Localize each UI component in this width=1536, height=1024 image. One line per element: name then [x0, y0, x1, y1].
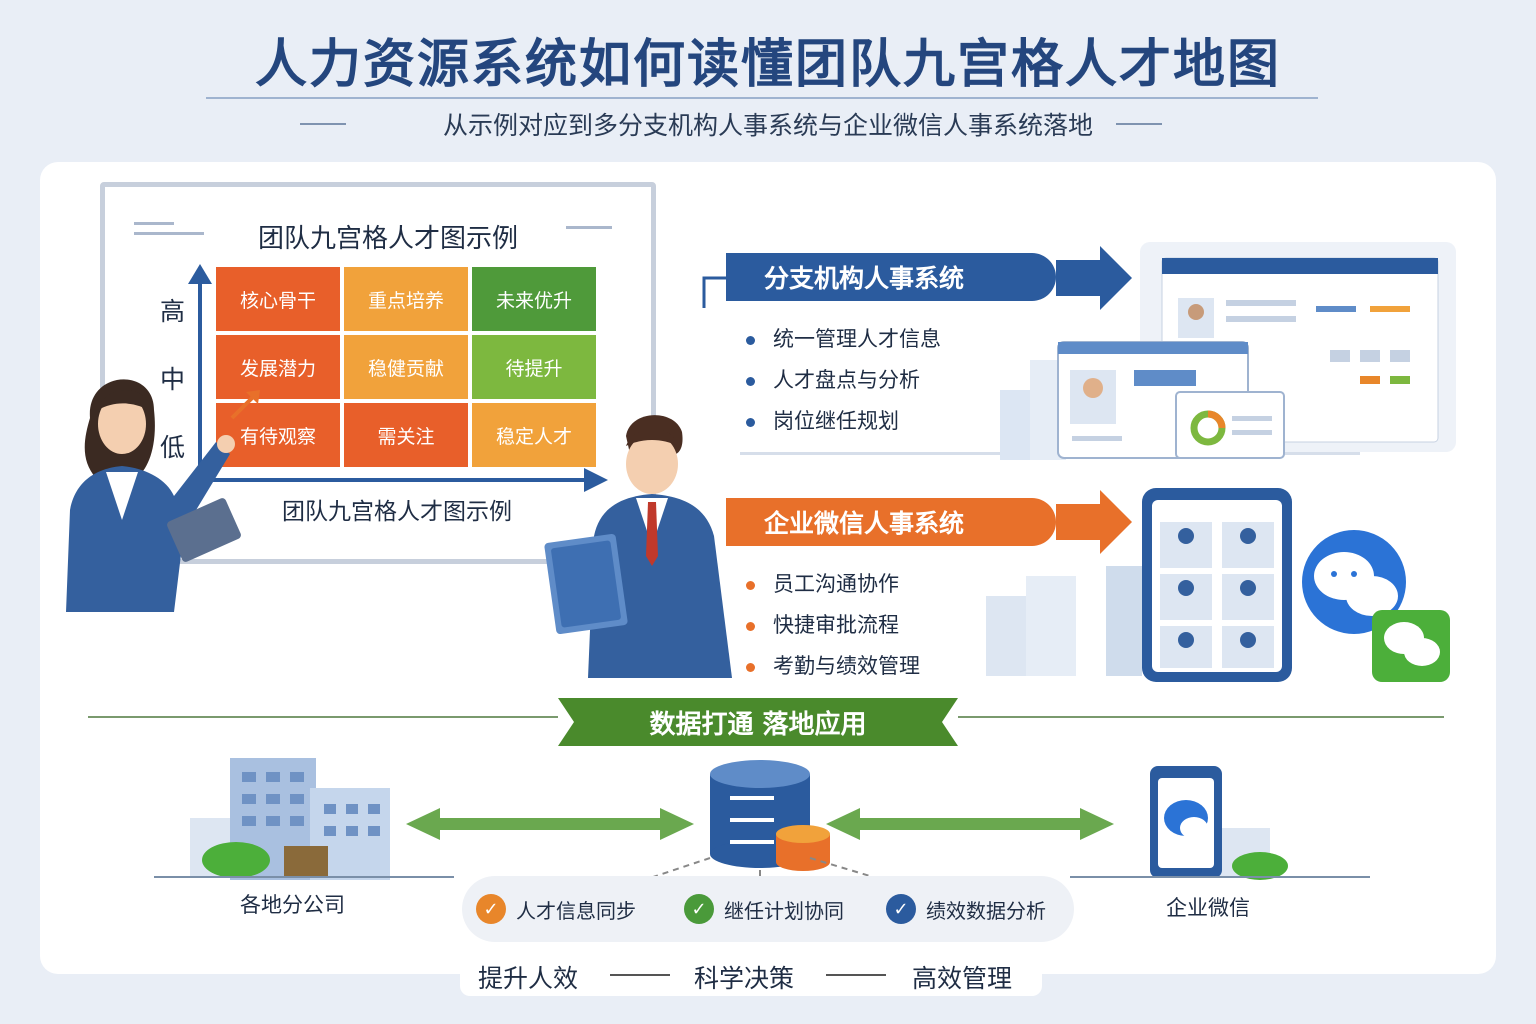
- arrow-right-icon: [1056, 490, 1132, 554]
- phone-icon: [1070, 766, 1370, 880]
- board-deco-line: [134, 232, 204, 235]
- outcome-1: 提升人效: [478, 964, 579, 993]
- wecom-caption: 企业微信: [1166, 896, 1250, 920]
- board-title: 团队九宫格人才图示例: [258, 224, 519, 254]
- grid-cell: 稳健贡献: [344, 335, 468, 399]
- pointer-hand: [230, 390, 260, 420]
- check-item: ✓ 人才信息同步: [476, 894, 636, 924]
- branch-connector: [702, 246, 1132, 310]
- bullet-dot: [746, 580, 755, 590]
- outcome-3: 高效管理: [912, 964, 1013, 993]
- page-title: 人力资源系统如何读懂团队九宫格人才地图: [254, 35, 1281, 95]
- branch-title: 分支机构人事系统: [764, 264, 965, 293]
- grid-cell: 待提升: [472, 335, 596, 399]
- check-item: ✓ 继任计划协同: [684, 894, 844, 924]
- wecom-item: 快捷审批流程: [746, 609, 899, 639]
- wecom-connector: [1056, 490, 1132, 554]
- grid-cell: 稳定人才: [472, 403, 596, 467]
- wecom-item: 考勤与绩效管理: [746, 650, 920, 680]
- grid-caption: 团队九宫格人才图示例: [282, 499, 512, 525]
- presenter-woman-illustration: [66, 379, 241, 612]
- building-icon: [154, 758, 454, 880]
- y-label-high: 高: [160, 297, 186, 326]
- branch-banner: 分支机构人事系统: [726, 253, 1056, 301]
- outcome-dash: [610, 974, 670, 976]
- wecom-title: 企业微信人事系统: [764, 509, 965, 538]
- grid-cell: 发展潜力: [216, 335, 340, 399]
- grid-cell: 重点培养: [344, 267, 468, 331]
- check-icon: ✓: [886, 894, 916, 924]
- y-label-mid: 中: [160, 365, 186, 394]
- subtitle-dash-right: [1116, 123, 1162, 125]
- database-icon: [710, 760, 830, 871]
- bullet-dot: [746, 335, 755, 345]
- title-divider: [206, 97, 1318, 99]
- y-label-low: 低: [160, 433, 186, 462]
- outcome-dash: [826, 974, 886, 976]
- outcome-2: 科学决策: [694, 964, 795, 993]
- data-banner-text: 数据打通 落地应用: [649, 710, 867, 740]
- divider-left: [88, 716, 558, 718]
- board-deco-line: [566, 226, 612, 229]
- check-item: ✓ 绩效数据分析: [886, 894, 1046, 924]
- grid-cell: 核心骨干: [216, 267, 340, 331]
- axis-arrows: [188, 264, 608, 494]
- wechat-icon: [1302, 530, 1406, 634]
- bullet-dot: [746, 662, 755, 672]
- grid-cell: 需关注: [344, 403, 468, 467]
- arrow-left-right: [406, 808, 1114, 840]
- data-flow-diagram: [154, 758, 1370, 889]
- hr-dashboard-illustration: [1000, 242, 1456, 460]
- bullet-dot: [746, 376, 755, 386]
- branch-item: 统一管理人才信息: [746, 323, 941, 353]
- board-deco-line: [134, 222, 174, 225]
- bullet-dot: [746, 417, 755, 427]
- page-subtitle: 从示例对应到多分支机构人事系统与企业微信人事系统落地: [442, 111, 1093, 140]
- grid-cell: 未来优升: [472, 267, 596, 331]
- divider-right: [958, 716, 1444, 718]
- data-banner-shape: [558, 698, 958, 746]
- arrow-right-icon: [1056, 246, 1132, 310]
- checklist-pill: [462, 876, 1074, 942]
- branch-offices-caption: 各地分公司: [240, 893, 345, 917]
- arrow-up-icon: [188, 264, 212, 494]
- outcomes-box: [460, 952, 1042, 996]
- presenter-man-illustration: [544, 415, 732, 678]
- wecom-banner: 企业微信人事系统: [726, 498, 1056, 546]
- check-icon: ✓: [476, 894, 506, 924]
- arrow-right-icon: [200, 468, 608, 492]
- check-icon: ✓: [684, 894, 714, 924]
- subtitle-dash-left: [300, 123, 346, 125]
- branch-item: 岗位继任规划: [746, 405, 899, 435]
- wecom-phone-illustration: [986, 488, 1450, 682]
- wecom-item: 员工沟通协作: [746, 568, 899, 598]
- bullet-dot: [746, 621, 755, 631]
- branch-item: 人才盘点与分析: [746, 364, 920, 394]
